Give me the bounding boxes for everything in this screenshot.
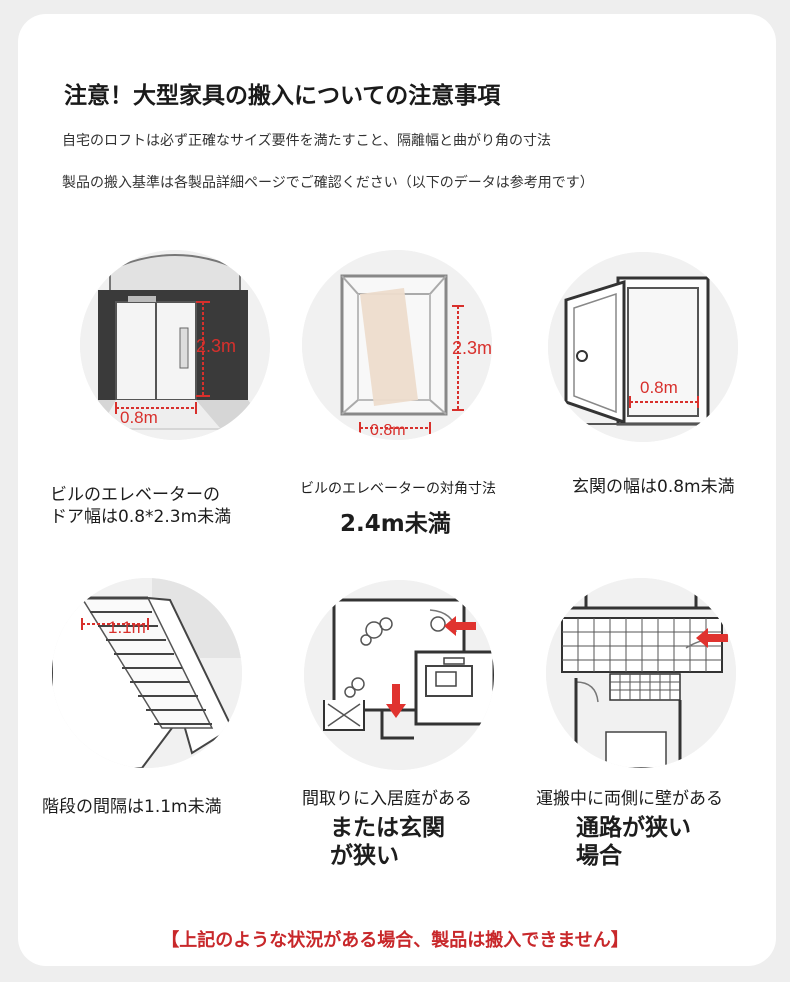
page-title: 注意！大型家具の搬入についての注意事項 — [64, 83, 501, 109]
caption-staircase: 階段の間隔は1.1m未満 — [42, 797, 222, 817]
narrow-passage-icon — [546, 578, 736, 768]
caption-courtyard-emphasis: または玄関 が狭い — [330, 814, 445, 870]
elevator-diagonal-icon: 2.3m 0.8m — [302, 250, 492, 440]
height-label: 2.3m — [452, 338, 492, 358]
staircase-icon: 1.1m — [52, 578, 242, 768]
caption-narrow-passage: 運搬中に両側に壁がある — [536, 788, 723, 810]
caption-line: 間取りに入居庭がある — [302, 789, 472, 809]
width-label: 0.8m — [370, 422, 406, 439]
caption-line: 通路が狭い — [576, 815, 691, 841]
width-label: 1.1m — [108, 618, 146, 637]
warning-banner: 【上記のような状況がある場合、製品は搬入できません】 — [161, 930, 629, 951]
elevator-door-icon: 2.3m 0.8m — [80, 250, 270, 440]
notice-line-1: 自宅のロフトは必ず正確なサイズ要件を満たすこと、隔離幅と曲がり角の寸法 — [62, 133, 552, 149]
caption-line: 場合 — [576, 843, 622, 869]
width-label: 0.8m — [640, 378, 678, 397]
caption-narrow-passage-emphasis: 通路が狭い 場合 — [576, 814, 691, 870]
entrance-door-icon: 0.8m — [548, 252, 738, 442]
caption-line: 運搬中に両側に壁がある — [536, 789, 723, 809]
courtyard-floorplan-icon — [304, 580, 494, 770]
notice-card — [18, 14, 776, 966]
caption-elevator-diagonal: ビルのエレベーターの対角寸法 — [300, 481, 496, 497]
caption-elevator-door: ビルのエレベーターの ドア幅は0.8*2.3m未満 — [50, 484, 231, 528]
height-label: 2.3m — [196, 336, 237, 356]
caption-line: または玄関 — [330, 815, 445, 841]
notice-line-2: 製品の搬入基準は各製品詳細ページでご確認ください（以下のデータは参考用です） — [62, 175, 594, 191]
width-label: 0.8m — [120, 408, 158, 427]
caption-line: が狭い — [330, 843, 399, 869]
caption-line: ドア幅は0.8*2.3m未満 — [50, 507, 232, 527]
caption-entrance-door: 玄関の幅は0.8m未満 — [572, 477, 735, 497]
caption-diagonal-value: 2.4m未満 — [340, 511, 451, 537]
caption-courtyard: 間取りに入居庭がある — [302, 788, 472, 810]
caption-line: ビルのエレベーターの — [50, 485, 220, 505]
